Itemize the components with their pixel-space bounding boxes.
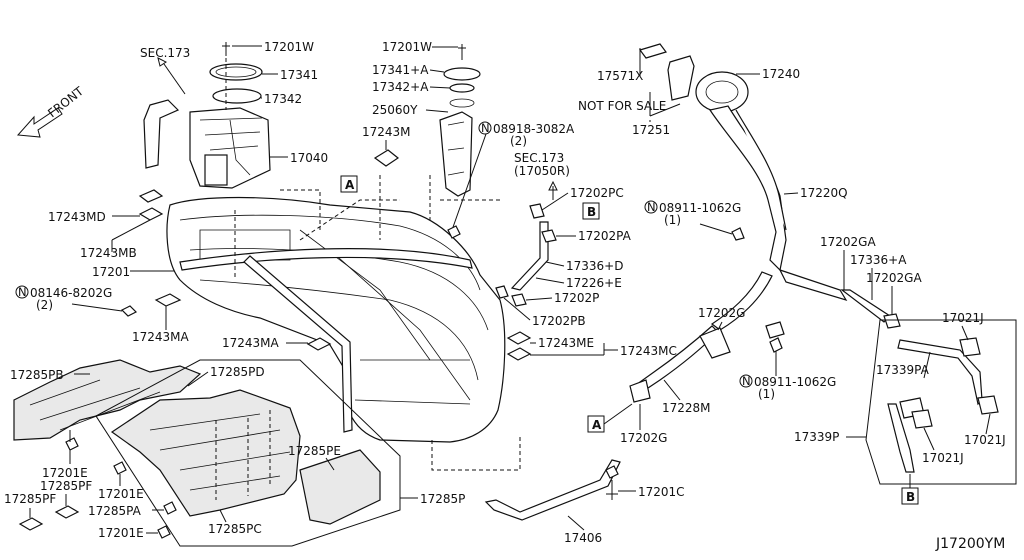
label-17202G-b: 17202G: [620, 431, 667, 445]
label-08911-top-qty: (1): [664, 213, 681, 227]
label-08911-bottom: 08911-1062G: [754, 375, 836, 389]
label-17202P: 17202P: [554, 291, 599, 305]
sec173b-label: SEC.173: [514, 151, 564, 165]
label-17336D: 17336+D: [566, 259, 623, 273]
marker-A-top: A: [345, 178, 355, 192]
label-17202GA-a: 17202GA: [820, 235, 876, 249]
label-17251: 17251: [632, 123, 670, 137]
diagram-code: J17200YM: [935, 536, 1005, 552]
label-17285PC: 17285PC: [208, 522, 262, 536]
label-08146: 08146-8202G: [30, 286, 112, 300]
marker-N3: N: [647, 200, 656, 214]
label-17339P: 17339P: [794, 430, 839, 444]
label-17243MA-left: 17243MA: [132, 330, 190, 344]
label-17342A: 17342+A: [372, 80, 429, 94]
fuel-sender-unit: [439, 111, 473, 197]
label-17201E-c: 17201E: [98, 526, 144, 540]
label-17285PB: 17285PB: [10, 368, 64, 382]
label-25060Y: 25060Y: [372, 103, 418, 117]
vent-tube-assembly: [887, 337, 999, 473]
label-17201W-top: 17201W: [264, 40, 314, 54]
label-17220Q: 17220Q: [800, 186, 848, 200]
label-08911-bottom-qty: (1): [758, 387, 775, 401]
label-08146-qty: (2): [36, 298, 53, 312]
label-17285PE: 17285PE: [288, 444, 341, 458]
label-17040: 17040: [290, 151, 328, 165]
label-17240: 17240: [762, 67, 800, 81]
label-17202PA: 17202PA: [578, 229, 632, 243]
heat-shield-main: [110, 389, 381, 525]
sec173b-sub: (17050R): [514, 164, 570, 178]
label-17243MD: 17243MD: [48, 210, 106, 224]
fuel-pump-module: [143, 99, 271, 189]
label-17406: 17406: [564, 531, 602, 545]
label-17243ME: 17243ME: [538, 336, 594, 350]
label-17021J-b: 17021J: [964, 433, 1006, 447]
label-17201C: 17201C: [638, 485, 685, 499]
label-17243M: 17243M: [362, 125, 411, 139]
label-17336A: 17336+A: [850, 253, 907, 267]
label-08918: 08918-3082A: [493, 122, 575, 136]
marker-A-bottom: A: [592, 418, 602, 432]
label-17285PD: 17285PD: [210, 365, 265, 379]
label-17226E: 17226+E: [566, 276, 622, 290]
marker-N4: N: [742, 374, 751, 388]
label-17243MB: 17243MB: [80, 246, 137, 260]
label-08911-top: 08911-1062G: [659, 201, 741, 215]
label-17243MC: 17243MC: [620, 344, 677, 358]
label-17228M: 17228M: [662, 401, 711, 415]
marker-N1: N: [18, 285, 27, 299]
label-17243MA-mid: 17243MA: [222, 336, 280, 350]
label-17285P: 17285P: [420, 492, 465, 506]
label-17202G-a: 17202G: [698, 306, 745, 320]
sec173-label: SEC.173: [140, 46, 190, 60]
label-17202PB: 17202PB: [532, 314, 586, 328]
front-direction-arrow: [16, 107, 63, 138]
label-17342-top: 17342: [264, 92, 302, 106]
heat-shield-rear: [13, 359, 202, 441]
front-label: FRONT: [45, 84, 86, 121]
label-17339PA: 17339PA: [876, 363, 930, 377]
label-17201E-b: 17201E: [98, 487, 144, 501]
label-17285PF-a: 17285PF: [40, 479, 92, 493]
not-for-sale-label: NOT FOR SALE: [578, 99, 666, 113]
label-17285PF-b: 17285PF: [4, 492, 56, 506]
label-17021J-a: 17021J: [942, 311, 984, 325]
label-17285PA: 17285PA: [88, 504, 142, 518]
label-17202GA-b: 17202GA: [866, 271, 922, 285]
label-17201: 17201: [92, 265, 130, 279]
label-17571X: 17571X: [597, 69, 643, 83]
label-17341A: 17341+A: [372, 63, 429, 77]
label-17341-top: 17341: [280, 68, 318, 82]
label-08918-qty: (2): [510, 134, 527, 148]
label-17201E-a: 17201E: [42, 466, 88, 480]
marker-N2: N: [481, 121, 490, 135]
filler-neck: [695, 71, 787, 272]
marker-B-top: B: [587, 205, 596, 219]
label-17021J-c: 17021J: [922, 451, 964, 465]
marker-B-bottom: B: [906, 490, 915, 504]
label-17201W-mid: 17201W: [382, 40, 432, 54]
label-17202PC: 17202PC: [570, 186, 624, 200]
